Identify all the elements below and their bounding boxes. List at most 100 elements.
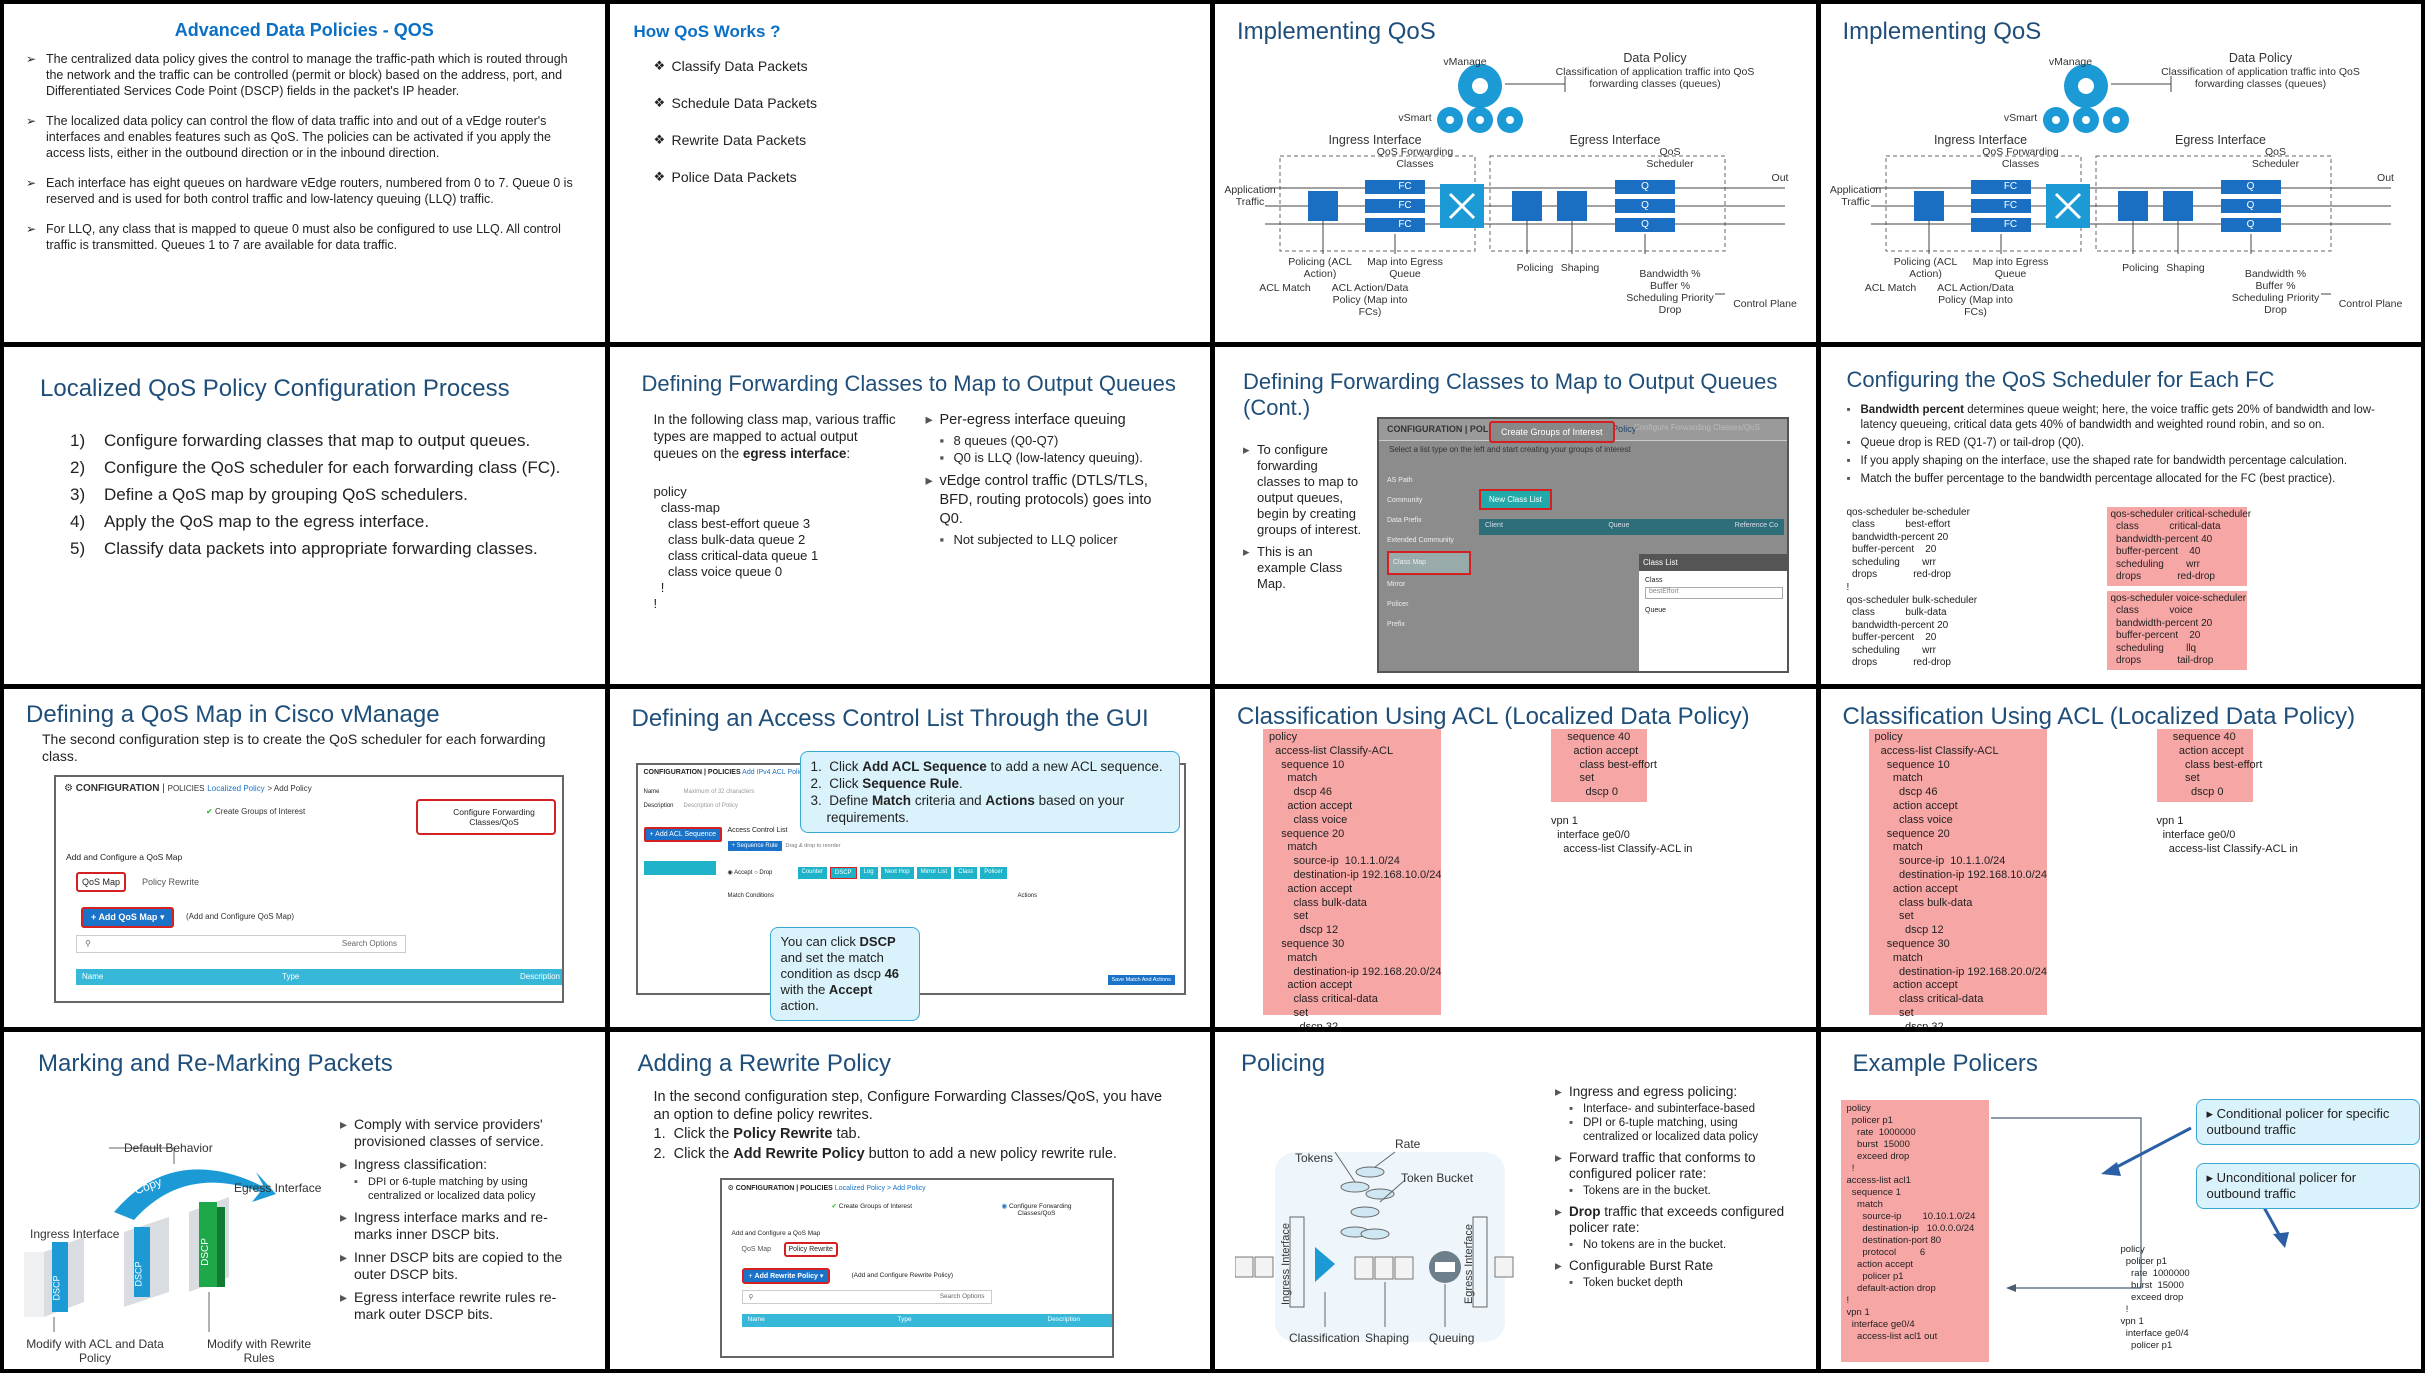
copy-arrow [114, 1168, 276, 1220]
vmanage-screenshot: ⚙ CONFIGURATION | POLICIES Localized Pol… [54, 775, 564, 1003]
search-input[interactable]: ⚲Search Options [741, 1289, 992, 1304]
step-create-groups[interactable]: ✔ Create Groups of Interest [831, 1202, 913, 1210]
accept-radio[interactable]: ◉ Accept [727, 870, 753, 876]
chip-next-hop[interactable]: Next Hop [880, 867, 914, 879]
add-acl-sequence-button[interactable]: + Add ACL Sequence [643, 827, 722, 842]
fc-label: FC [2003, 200, 2018, 211]
queue-label: Q [2246, 219, 2255, 230]
class-list-dialog: Class List Class bestEffort Queue [1639, 553, 1787, 671]
unconditional-policer-code: policy policer p1 rate 1000000 burst 150… [2120, 1243, 2190, 1351]
qos-flow-diagram [1870, 64, 2391, 295]
gear-icon: ⚙ [727, 1184, 734, 1192]
chip-class[interactable]: Class [954, 867, 978, 879]
vmanage-screenshot: CONFIGURATION | POLICIES Localized Polic… [1377, 416, 1789, 673]
chip-policer[interactable]: Policer [980, 867, 1007, 879]
intro-text: In the second configuration step, Config… [653, 1088, 1163, 1123]
policing-label: Policing [1516, 262, 1554, 274]
vmanage-screenshot: ⚙ CONFIGURATION | POLICIES Localized Pol… [719, 1177, 1114, 1358]
bullets: To configure forwarding classes to map t… [1243, 442, 1363, 598]
middle-block [124, 1216, 169, 1307]
step-create-groups[interactable]: Create Groups of Interest [1489, 420, 1615, 443]
vmanage-label: vManage [2048, 56, 2093, 68]
ingress-label: Ingress Interface [1933, 133, 2028, 147]
bullets: Bandwidth percent determines queue weigh… [1847, 403, 2396, 487]
slide-title: Classification Using ACL (Localized Data… [1842, 703, 2356, 730]
step-item: 3)Define a QoS map by grouping QoS sched… [70, 484, 468, 504]
intro-text: In the following class map, various traf… [653, 411, 896, 461]
slide-title: Configuring the QoS Scheduler for Each F… [1846, 366, 2275, 392]
marking-diagram [24, 1147, 276, 1332]
bullet: The localized data policy can control th… [26, 113, 583, 161]
q-boxes [1615, 180, 1675, 232]
acl-action-label: ACL Action/Data Policy (Map into FCs) [1331, 282, 1409, 318]
queue-label: Q [1641, 200, 1649, 211]
add-qos-map-button[interactable]: + Add QoS Map ▾ [81, 907, 175, 928]
search-input[interactable]: ⚲Search Options [76, 935, 406, 953]
app-traffic-label: Application Traffic [1224, 184, 1276, 208]
bullets: Per-egress interface queuing 8 queues (Q… [926, 411, 1179, 548]
subtitle: The second configuration step is to crea… [42, 731, 546, 764]
new-class-list-button[interactable]: New Class List [1479, 488, 1552, 510]
vpn-interface-code: vpn 1 interface ge0/0 access-list Classi… [2156, 815, 2298, 855]
sequence-rule-button[interactable]: + Sequence Rule [727, 841, 782, 851]
conditional-callout: ▸ Conditional policer for specific outbo… [2195, 1098, 2420, 1145]
acl-action-label: ACL Action/Data Policy (Map into FCs) [1937, 282, 2014, 318]
bandwidth-label: Bandwidth % Buffer % Scheduling Priority… [1626, 268, 1714, 316]
drop-radio[interactable]: ○ Drop [754, 870, 773, 876]
chip-log[interactable]: Log [859, 867, 878, 879]
map-egress-label: Map into Egress Queue [1972, 256, 2049, 280]
slide-title: Implementing QoS [1237, 18, 1436, 45]
slide-title: Advanced Data Policies - QOS [174, 20, 434, 40]
queue-label: Q [1641, 181, 1649, 192]
add-rewrite-policy-button[interactable]: + Add Rewrite Policy ▾ [741, 1267, 831, 1284]
policing-acl-label: Policing (ACL Action) [1893, 256, 1958, 280]
step-create-groups[interactable]: ✔ Create Groups of Interest [206, 807, 306, 816]
list-item: Police Data Packets [654, 169, 1187, 185]
q-boxes [2220, 180, 2281, 232]
step-item: 2)Configure the QoS scheduler for each f… [70, 457, 561, 477]
step-1: 1. Click the Policy Rewrite tab. [653, 1125, 861, 1142]
chip-counter[interactable]: Counter [797, 867, 827, 879]
shaping-label: Shaping [1560, 262, 1600, 274]
slide-title: Defining Forwarding Classes to Map to Ou… [1243, 368, 1778, 420]
slide-title: Localized QoS Policy Configuration Proce… [40, 374, 510, 402]
step-item: 5)Classify data packets into appropriate… [70, 538, 538, 558]
tab-qos-map[interactable]: QoS Map [741, 1245, 772, 1253]
tab-qos-map[interactable]: QoS Map [76, 872, 127, 892]
list-item: Classify Data Packets [654, 58, 1187, 74]
steps-callout: 1. Click Add ACL Sequence to add a new A… [799, 751, 1180, 833]
data-policy-label: Data Policy [1623, 51, 1687, 65]
step-configure-fwd-classes[interactable]: ◉ Configure Forwarding Classes/QoS [1001, 1202, 1072, 1217]
vsmart-label: vSmart [2003, 112, 2038, 124]
qos-steps-list: Classify Data Packets Schedule Data Pack… [634, 58, 1187, 185]
class-input[interactable]: bestEffort [1645, 586, 1783, 599]
bullet-list: The centralized data policy gives the co… [26, 51, 583, 253]
vmanage-icon [2063, 64, 2108, 108]
fc-label: FC [1398, 181, 1412, 192]
vpn-interface-code: vpn 1 interface ge0/0 access-list Classi… [1551, 815, 1693, 855]
fc-boxes [1365, 180, 1425, 232]
menu-class-map[interactable]: Class Map [1387, 550, 1471, 575]
policing-diagram [1235, 1151, 1514, 1342]
app-traffic-label: Application Traffic [1829, 184, 1882, 208]
control-plane-label: Control Plane [2338, 298, 2403, 310]
step-2: 2. Click the Add Rewrite Policy button t… [653, 1145, 1117, 1162]
save-match-actions-button[interactable]: Save Match And Actions [1107, 975, 1175, 985]
chip-dscp[interactable]: DSCP [829, 867, 857, 879]
tab-policy-rewrite[interactable]: Policy Rewrite [783, 1241, 838, 1257]
step-configure-fwd-classes[interactable]: Configure Forwarding Classes/QoS [416, 799, 556, 835]
search-icon: ⚲ [85, 939, 91, 948]
acl-code-seq40: sequence 40 action accept class best-eff… [1551, 729, 1657, 802]
tab-policy-rewrite[interactable]: Policy Rewrite [142, 877, 200, 887]
critical-scheduler-code: qos-scheduler critical-scheduler class c… [2106, 506, 2251, 586]
slide-advanced-data-policies: Advanced Data Policies - QOS The central… [4, 4, 605, 342]
fc-label: FC [1398, 200, 1412, 211]
bulk-scheduler-code: qos-scheduler bulk-scheduler class bulk-… [1846, 594, 1978, 669]
chip-mirror[interactable]: Mirror List [916, 867, 952, 879]
bullet: For LLQ, any class that is mapped to que… [26, 221, 583, 253]
vsmart-label: vSmart [1398, 112, 1432, 124]
be-scheduler-code: qos-scheduler be-scheduler class best-ef… [1846, 506, 1970, 593]
queue-label: Q [2246, 200, 2255, 211]
acl-code-seq40: sequence 40 action accept class best-eff… [2156, 729, 2262, 802]
